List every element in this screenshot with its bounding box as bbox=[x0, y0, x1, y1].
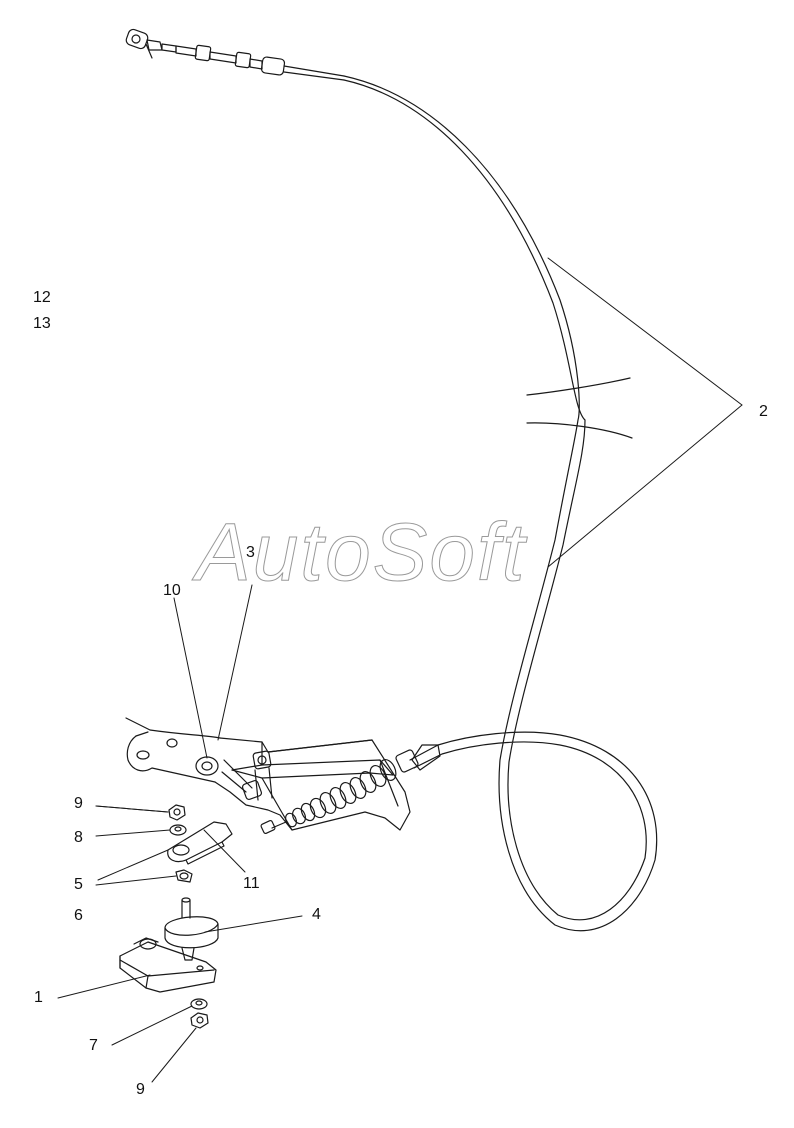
stray-label-12: 12 bbox=[33, 289, 51, 306]
bracket bbox=[125, 717, 411, 831]
callout-5: 5 bbox=[74, 876, 83, 893]
callout-8: 8 bbox=[74, 829, 83, 846]
callout-10: 10 bbox=[163, 582, 181, 599]
stray-label-13: 13 bbox=[33, 315, 51, 332]
cable-boot-spring bbox=[260, 744, 441, 835]
cable-end-fitting bbox=[125, 28, 345, 81]
callout-11: 11 bbox=[243, 875, 260, 892]
callout-7: 7 bbox=[89, 1037, 98, 1054]
callout-3: 3 bbox=[246, 544, 255, 561]
control-cable bbox=[343, 75, 658, 932]
leader-lines bbox=[57, 257, 743, 1083]
callout-9-bottom: 9 bbox=[136, 1081, 145, 1098]
callout-1: 1 bbox=[34, 989, 43, 1006]
callout-2: 2 bbox=[759, 403, 768, 420]
washer-and-bolt bbox=[195, 756, 263, 801]
watermark: AutoSoft bbox=[196, 507, 527, 598]
callout-6: 6 bbox=[74, 907, 83, 924]
callout-9-top: 9 bbox=[74, 795, 83, 812]
callout-4: 4 bbox=[312, 906, 321, 923]
parts-stack bbox=[119, 804, 233, 1029]
